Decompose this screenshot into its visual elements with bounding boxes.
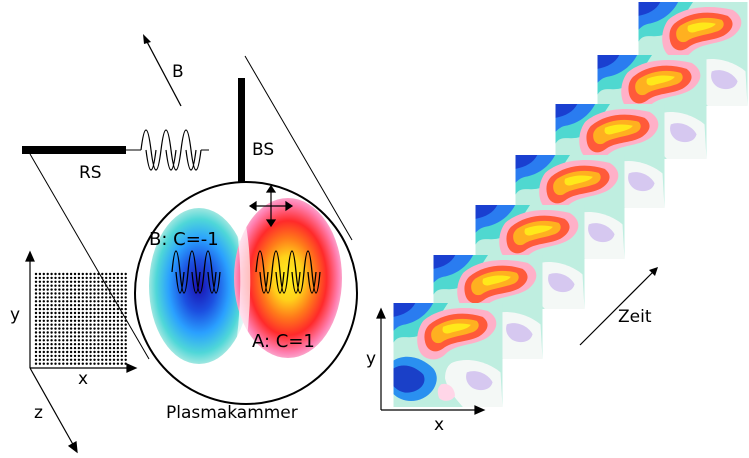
right-axis-y-label: y <box>366 349 376 369</box>
chamber-label: Plasmakammer <box>166 403 298 423</box>
mode-b-wave <box>171 250 221 294</box>
reference-wave-lower <box>145 149 197 171</box>
chamber-field <box>135 182 357 404</box>
detector-dots <box>34 272 127 365</box>
frame-1 <box>393 303 503 407</box>
left-axis-z-label: z <box>34 403 43 423</box>
b-arrowhead <box>143 34 151 44</box>
b-label: B <box>172 62 184 82</box>
bs-label: BS <box>252 140 274 160</box>
bs-bar <box>238 78 245 202</box>
left-axis-y-label: y <box>10 305 20 325</box>
projection-line-left <box>29 153 150 360</box>
right-axes <box>376 307 486 415</box>
projection-line-right <box>244 55 353 241</box>
right-axis-x-label: x <box>434 415 444 435</box>
time-frames <box>393 2 748 407</box>
time-label: Zeit <box>618 307 652 327</box>
b-arrow-line <box>144 37 182 107</box>
left-axes <box>25 250 138 454</box>
mode-a-label: A: C=1 <box>252 331 315 352</box>
mode-a-wave <box>255 250 321 294</box>
mode-b-wave-lower <box>175 271 217 294</box>
rs-label: RS <box>79 163 102 183</box>
rs-bar <box>22 146 126 154</box>
left-axis-x-label: x <box>78 369 88 389</box>
mode-b-label: B: C=-1 <box>149 229 219 250</box>
movement-arrows-icon <box>248 184 294 228</box>
time-arrow-line <box>579 269 656 346</box>
mode-a-wave-lower <box>259 271 317 294</box>
mode-b-blob <box>149 208 249 364</box>
reference-wave <box>140 129 202 171</box>
plasma-chamber-circle <box>134 181 358 405</box>
time-arrowhead <box>649 267 658 276</box>
